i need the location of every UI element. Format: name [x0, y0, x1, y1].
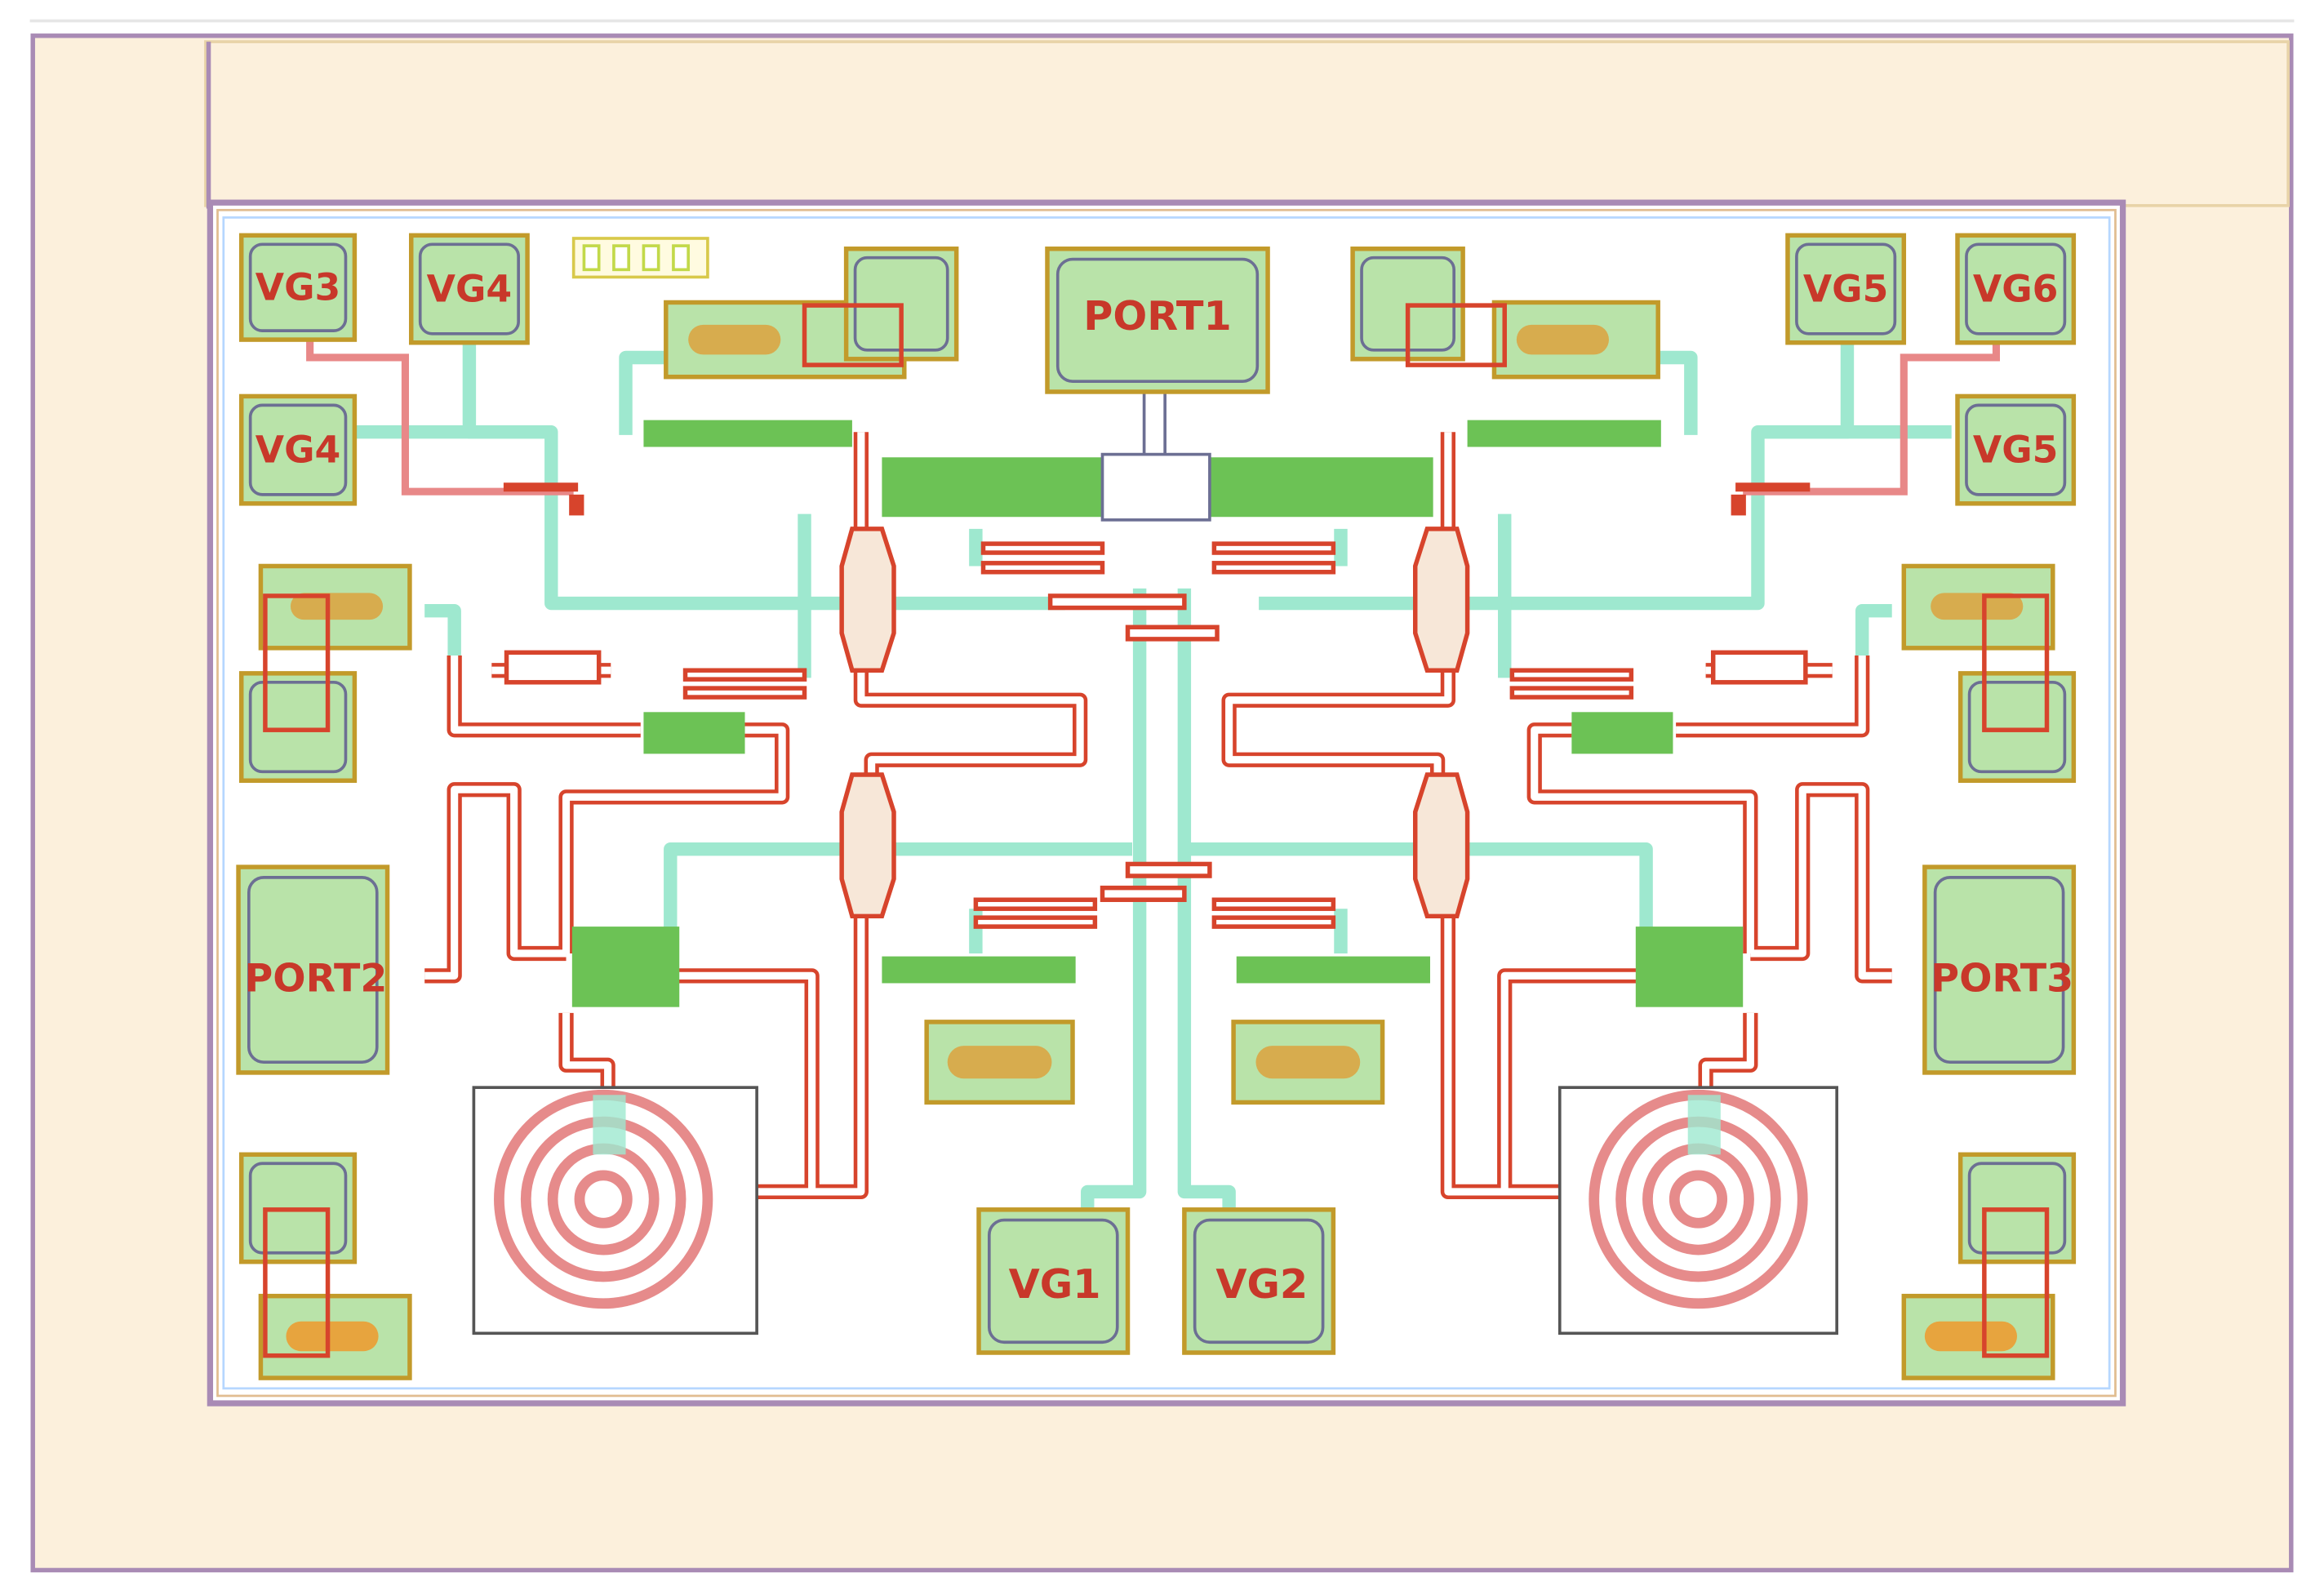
bond-pad-vg1: VG1 [976, 1207, 1131, 1355]
vg1-label: VG1 [1009, 1260, 1101, 1308]
metal-bars [571, 420, 1744, 1007]
vg4-side-label: VG4 [256, 429, 340, 472]
bond-pad-port3: PORT3 [1922, 864, 2077, 1075]
bond-pad-vg3: VG3 [238, 233, 358, 342]
vg5-side-label: VG5 [1973, 429, 2058, 472]
vg3-label: VG3 [256, 266, 340, 309]
bond-pad-vg4-top: VG4 [409, 233, 530, 345]
rf-traces-inner [424, 432, 1892, 1196]
pad-links [263, 303, 2050, 1358]
transistor-tapers [839, 527, 1470, 919]
bond-pad-vg5-top: VG5 [1785, 233, 1907, 345]
port1-label: PORT1 [1083, 292, 1232, 340]
spiral-inductor-right [1557, 1086, 1839, 1335]
vg2-label: VG2 [1215, 1260, 1308, 1308]
alignment-mark [571, 237, 709, 279]
bond-pad-vg4-side: VG4 [238, 393, 358, 506]
small-components [504, 541, 1808, 929]
bond-pad-vg5-side: VG5 [1955, 393, 2077, 506]
gate-feed-lines [306, 331, 2001, 496]
port2-label: PORT2 [245, 956, 388, 1001]
gate-stubs [503, 482, 1811, 516]
vg4-top-label: VG4 [427, 268, 512, 311]
spiral-inductor-left [472, 1086, 758, 1335]
bond-pad-port2: PORT2 [236, 864, 390, 1075]
vg5-top-label: VG5 [1803, 268, 1888, 311]
bond-pad-vg6: VG6 [1955, 233, 2077, 345]
port1-feed [1100, 389, 1211, 522]
port3-label: PORT3 [1931, 956, 2073, 1001]
vg6-label: VG6 [1973, 268, 2058, 311]
bond-pad-vg2: VG2 [1182, 1207, 1336, 1355]
bond-pad-port1: PORT1 [1045, 247, 1270, 394]
